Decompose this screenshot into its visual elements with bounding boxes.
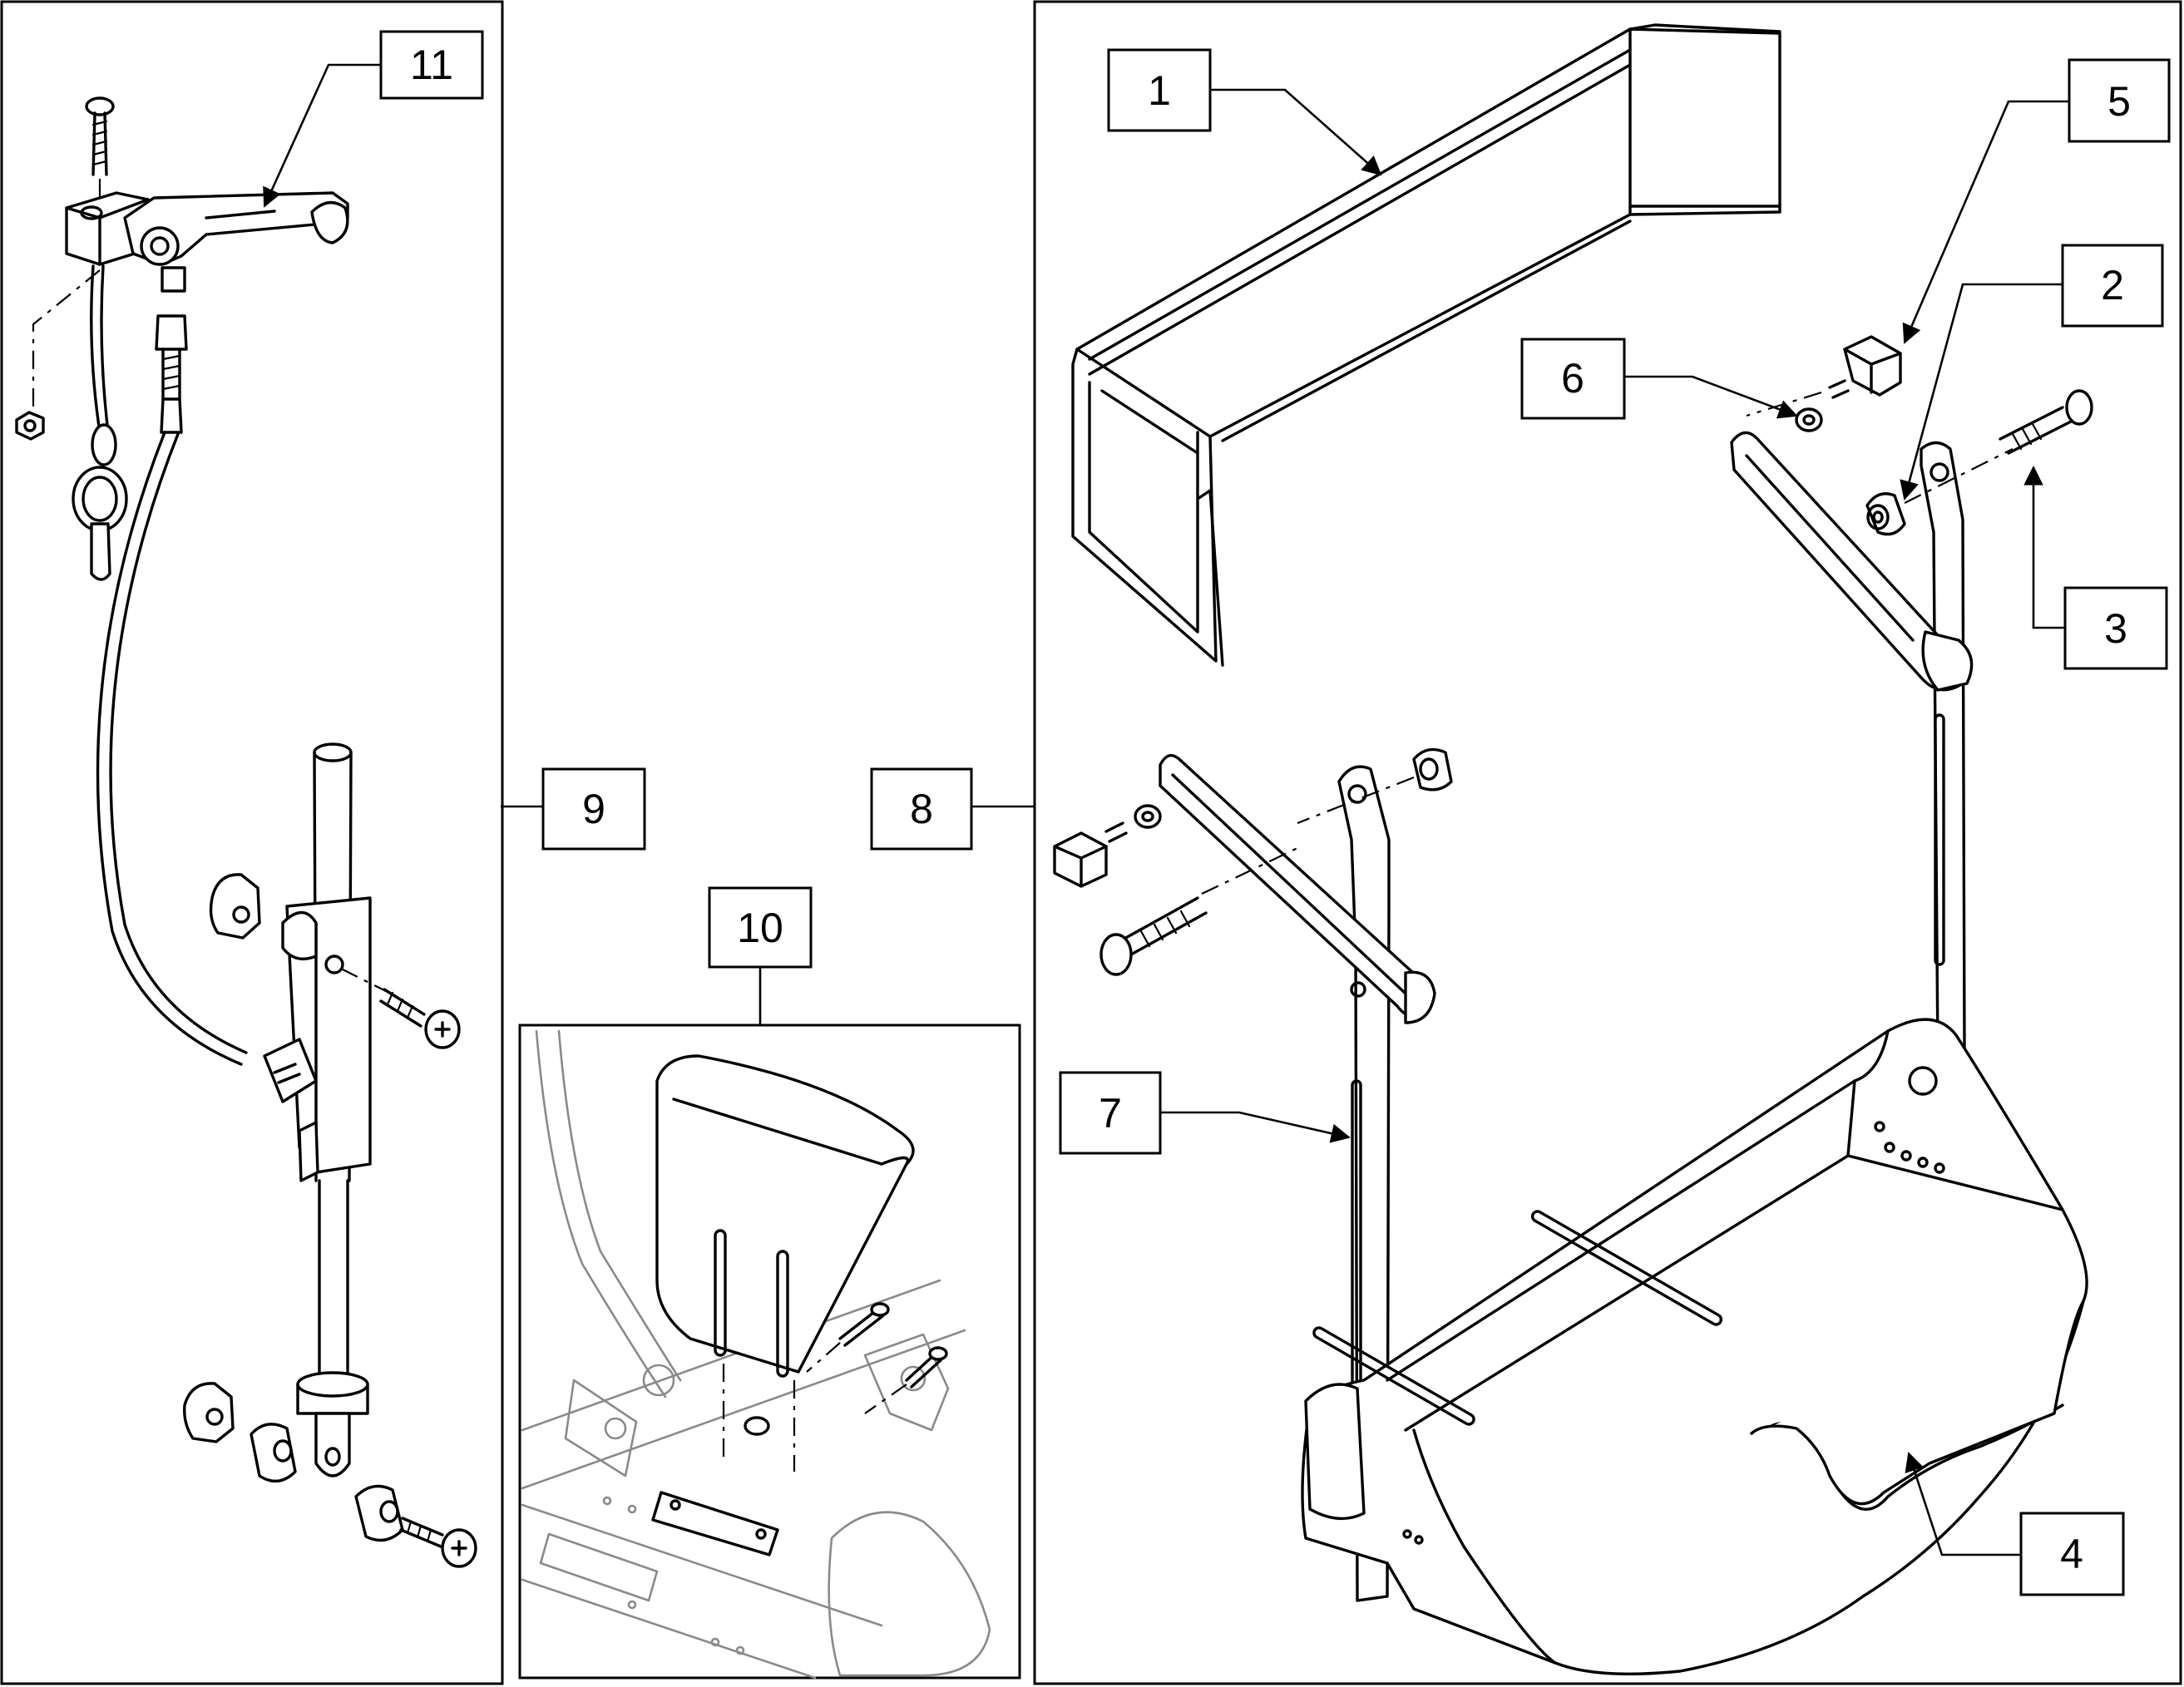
svg-text:7: 7 <box>1099 1090 1122 1137</box>
svg-text:1: 1 <box>1148 67 1171 114</box>
front-knob <box>1053 821 1128 888</box>
callout-2: 2 <box>2061 244 2164 328</box>
upper-screw <box>340 968 461 1049</box>
lock-nut <box>15 411 45 441</box>
lower-spacer <box>250 1423 297 1483</box>
front-spacer <box>1412 747 1453 792</box>
callout-10: 10 <box>708 886 813 969</box>
front-bolt <box>1099 896 1208 976</box>
callout-5: 5 <box>2068 58 2171 143</box>
upper-acorn-nut <box>209 873 261 940</box>
knob-5 <box>1828 335 1902 399</box>
lower-acorn-nut <box>183 1382 235 1443</box>
svg-text:8: 8 <box>910 786 933 832</box>
release-cable <box>96 314 248 1066</box>
svg-text:9: 9 <box>582 786 605 832</box>
calf-strap <box>1071 23 1781 667</box>
release-lever <box>65 191 349 293</box>
cable-release-assembly <box>15 96 477 1568</box>
bottom-spacer <box>354 1484 404 1542</box>
locking-pin-tube <box>263 742 372 1386</box>
top-screw <box>85 96 115 176</box>
washer-6 <box>1795 407 1823 432</box>
rear-brace <box>1730 431 1974 692</box>
callout-11: 11 <box>379 30 484 100</box>
right-panel-frame <box>1033 0 2182 1685</box>
svg-text:5: 5 <box>2107 78 2131 125</box>
callout-3: 3 <box>2063 586 2168 670</box>
bolt-3 <box>1999 389 2093 455</box>
svg-text:10: 10 <box>737 905 783 951</box>
lower-screw <box>399 1517 477 1568</box>
inset-panel-frame <box>518 1024 1021 1680</box>
front-washer <box>1134 804 1162 829</box>
callout-9: 9 <box>541 767 646 851</box>
spacer-2 <box>1865 492 1906 536</box>
svg-text:2: 2 <box>2101 262 2124 308</box>
callout-6: 6 <box>1520 338 1626 420</box>
callout-7: 7 <box>1059 1071 1162 1155</box>
svg-text:4: 4 <box>2060 1531 2083 1577</box>
callout-4: 4 <box>2019 1512 2125 1596</box>
svg-text:6: 6 <box>1561 355 1584 402</box>
rear-hanger-tube <box>1920 441 1966 1058</box>
svg-text:3: 3 <box>2104 605 2127 652</box>
footplate <box>1301 1018 2088 1676</box>
left-panel-frame <box>0 0 504 1685</box>
guard-mounting-hardware <box>651 1302 948 1556</box>
lanyard-pin <box>72 264 128 581</box>
front-brace <box>1159 753 1436 1024</box>
inset-seat-detail <box>521 1029 991 1680</box>
seat-guard-plate <box>655 1054 915 1378</box>
lower-collar <box>296 1371 369 1477</box>
callout-8: 8 <box>870 767 973 851</box>
callout-1: 1 <box>1107 48 1212 132</box>
svg-text:11: 11 <box>410 42 453 88</box>
